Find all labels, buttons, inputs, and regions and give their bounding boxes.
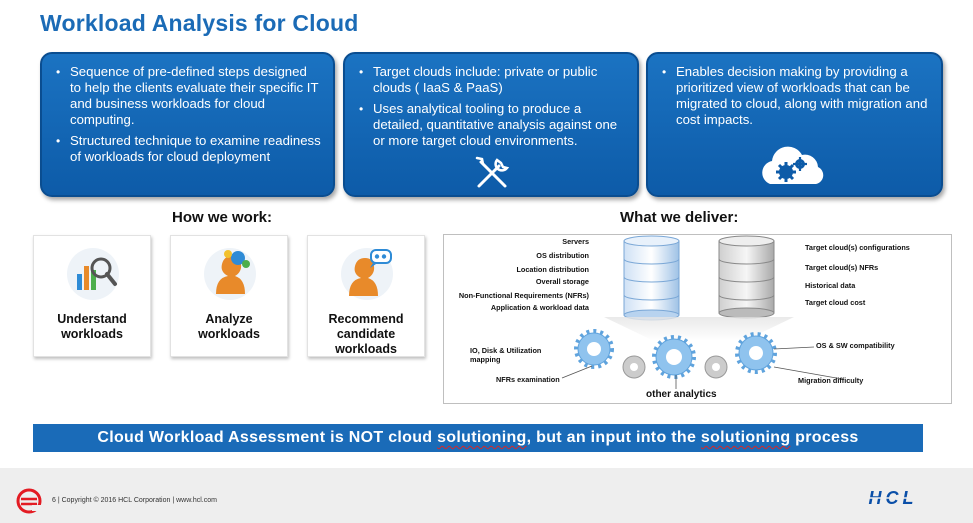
description-box-2: Target clouds include: private or public… [343, 52, 639, 197]
output-label-historical: Historical data [805, 281, 856, 290]
step-label-recommend-1: Recommend [328, 312, 404, 326]
cloud-gears-icon [762, 146, 824, 184]
analytics-label-migration: Migration difficulty [798, 376, 864, 385]
person-thinking-icon [204, 248, 256, 300]
step-card-analyze: Analyze workloads [170, 235, 288, 357]
output-label-cost: Target cloud cost [805, 298, 866, 307]
box1-bullet-1: Sequence of pre-defined steps designed t… [56, 64, 321, 128]
input-label-nfr: Non-Functional Requirements (NFRs) [458, 291, 589, 300]
banner-text-3: , but an input into the [526, 429, 701, 446]
box2-bullet-1: Target clouds include: private or public… [359, 64, 625, 96]
output-database-icon [718, 235, 775, 319]
key-message-banner: Cloud Workload Assessment is NOT cloud s… [33, 424, 923, 452]
e-brand-logo-icon [16, 488, 42, 514]
step-label-analyze-2: workloads [198, 327, 260, 341]
analytics-label-io-1: IO, Disk & Utilization [470, 346, 542, 355]
analytics-label-nfr: NFRs examination [496, 375, 560, 384]
analytics-label-os: OS & SW compatibility [816, 341, 895, 350]
slide-title: Workload Analysis for Cloud [40, 10, 359, 36]
input-label-storage: Overall storage [535, 277, 589, 286]
description-box-1: Sequence of pre-defined steps designed t… [40, 52, 335, 197]
box2-bullet-2: Uses analytical tooling to produce a det… [359, 101, 625, 149]
step-label-recommend-2: candidate [336, 327, 396, 341]
analytics-gears-icon [574, 329, 777, 379]
footer-copyright: 6 | Copyright © 2016 HCL Corporation | w… [52, 497, 217, 504]
how-we-work-heading: How we work: [172, 209, 273, 226]
box3-bullet-1: Enables decision making by providing a p… [662, 64, 929, 128]
banner-text-1: Cloud Workload Assessment is NOT cloud [97, 429, 438, 446]
input-label-os: OS distribution [536, 251, 589, 260]
hcl-logo: HCL [847, 488, 939, 508]
step-label-understand-2: workloads [61, 327, 123, 341]
input-label-servers: Servers [562, 237, 589, 246]
banner-text-5: process [790, 429, 859, 446]
output-label-nfrs: Target cloud(s) NFRs [805, 263, 879, 272]
deliverables-diagram: Servers OS distribution Location distrib… [443, 234, 952, 404]
input-label-app: Application & workload data [490, 303, 589, 312]
step-card-understand: Understand workloads [33, 235, 151, 357]
analytics-label-io-2: mapping [470, 355, 501, 364]
step-label-understand-1: Understand [57, 312, 127, 326]
input-label-location: Location distribution [516, 265, 589, 274]
banner-text-2: solutioning [437, 429, 527, 446]
person-idea-icon [341, 248, 393, 300]
step-card-recommend: Recommend candidate workloads [307, 235, 425, 357]
description-box-3: Enables decision making by providing a p… [646, 52, 943, 197]
step-label-recommend-3: workloads [335, 342, 397, 356]
analytics-label-other: other analytics [646, 389, 717, 400]
output-label-config: Target cloud(s) configurations [805, 243, 910, 252]
tools-icon [475, 156, 510, 188]
diagram-graphics [561, 235, 843, 389]
footer-band [0, 468, 973, 523]
step-label-analyze-1: Analyze [205, 312, 253, 326]
box1-bullet-2: Structured technique to examine readines… [56, 133, 321, 165]
magnifier-chart-icon [67, 248, 119, 300]
what-we-deliver-heading: What we deliver: [620, 209, 739, 226]
banner-text-4: solutioning [700, 429, 791, 446]
input-database-icon [623, 235, 680, 321]
